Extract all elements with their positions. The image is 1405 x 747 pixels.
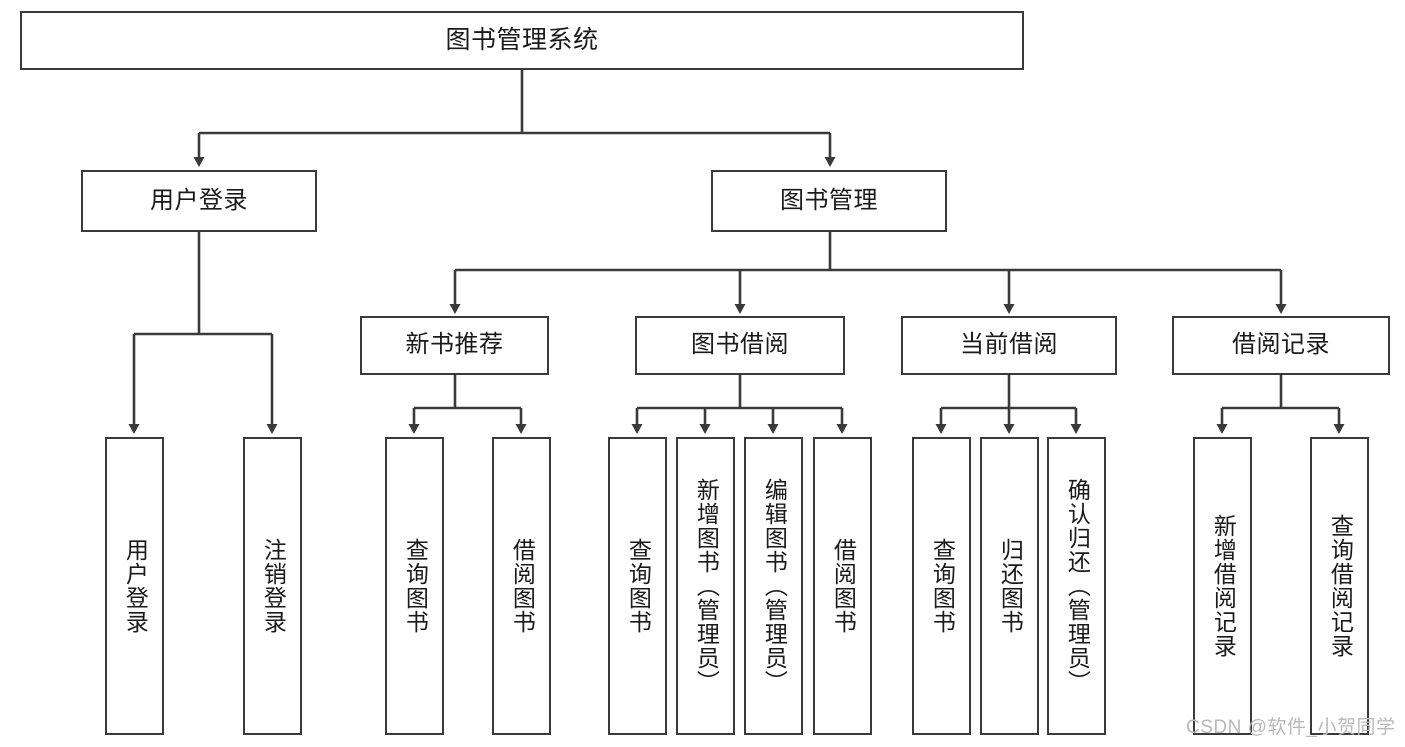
node-root-system[interactable]: 图书管理系统: [20, 11, 1024, 70]
leaf-borrow-record-query[interactable]: 查询借阅记录: [1310, 437, 1369, 735]
node-label: 借阅记录: [1232, 331, 1330, 359]
node-label: 图书管理: [780, 186, 878, 214]
node-label: 查询图书: [929, 538, 956, 634]
csdn-watermark: CSDN @软件_小贺同学: [1186, 717, 1396, 738]
leaf-book-borrow-query[interactable]: 查询图书: [608, 437, 667, 735]
node-label: 图书管理系统: [445, 25, 599, 54]
node-label: 归还图书: [997, 538, 1024, 634]
node-book-borrow[interactable]: 图书借阅: [635, 316, 845, 375]
leaf-current-borrow-confirm[interactable]: 确认归还（管理员）: [1047, 437, 1106, 735]
leaf-borrow-record-add[interactable]: 新增借阅记录: [1193, 437, 1252, 735]
leaf-new-book-query[interactable]: 查询图书: [385, 437, 444, 735]
node-label: 图书借阅: [691, 331, 789, 359]
node-book-management[interactable]: 图书管理: [711, 170, 947, 232]
leaf-book-borrow-add[interactable]: 新增图书（管理员）: [676, 437, 735, 735]
leaf-user-login-logout[interactable]: 注销登录: [243, 437, 302, 735]
node-label: 查询图书: [625, 538, 652, 634]
node-user-login[interactable]: 用户登录: [81, 170, 317, 232]
node-label: 当前借阅: [960, 331, 1058, 359]
leaf-book-borrow-borrow[interactable]: 借阅图书: [813, 437, 872, 735]
leaf-user-login-login[interactable]: 用户登录: [105, 437, 164, 735]
node-label: 注销登录: [260, 538, 287, 634]
node-label: 用户登录: [122, 538, 149, 634]
node-label: 借阅图书: [509, 538, 536, 634]
leaf-new-book-borrow[interactable]: 借阅图书: [492, 437, 551, 735]
node-label: 编辑图书（管理员）: [761, 478, 788, 694]
node-new-book-recommend[interactable]: 新书推荐: [360, 316, 549, 375]
node-label: 借阅图书: [830, 538, 857, 634]
leaf-current-borrow-return[interactable]: 归还图书: [980, 437, 1039, 735]
node-borrow-record[interactable]: 借阅记录: [1172, 316, 1390, 375]
leaf-book-borrow-edit[interactable]: 编辑图书（管理员）: [744, 437, 803, 735]
node-label: 新增借阅记录: [1210, 514, 1237, 658]
node-label: 用户登录: [150, 186, 248, 214]
node-label: 新增图书（管理员）: [693, 478, 720, 694]
node-label: 查询借阅记录: [1327, 514, 1354, 658]
node-label: 新书推荐: [405, 331, 504, 359]
node-label: 查询图书: [402, 538, 429, 634]
node-current-borrow[interactable]: 当前借阅: [901, 316, 1117, 375]
leaf-current-borrow-query[interactable]: 查询图书: [912, 437, 971, 735]
node-label: 确认归还（管理员）: [1064, 478, 1091, 694]
